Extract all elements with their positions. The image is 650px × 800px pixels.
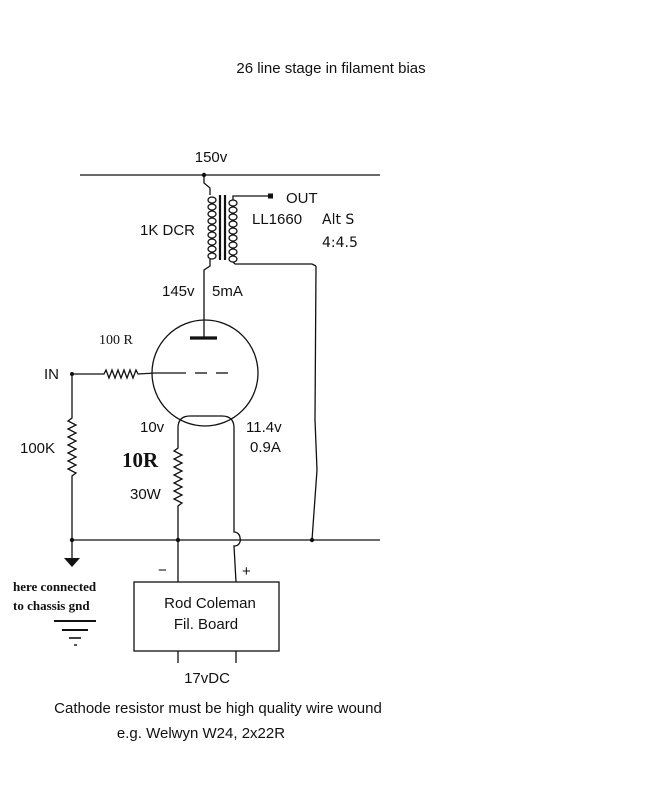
grid-leak-resistor	[66, 374, 78, 540]
minus-polarity-label: −	[158, 562, 167, 579]
alt-transformer-label: Alt S	[322, 212, 354, 228]
note-line-2: e.g. Welwyn W24, 2x22R	[117, 725, 285, 742]
filament-current-label: 0.9A	[250, 439, 281, 456]
plate-current-label: 5mA	[212, 283, 243, 300]
supply-voltage-label: 17vDC	[184, 670, 230, 687]
filament-board-name: Rod Coleman	[164, 595, 256, 612]
primary-winding	[207, 196, 217, 260]
output-transformer	[203, 175, 317, 267]
b-plus-voltage-label: 150v	[195, 149, 228, 166]
filament-board-box	[133, 581, 280, 652]
out-label: OUT	[286, 190, 318, 207]
filament-board-type: Fil. Board	[174, 616, 238, 633]
grid-stopper-resistor	[70, 368, 156, 380]
out-terminal	[268, 193, 273, 199]
tube-filament	[177, 415, 235, 438]
transformer-model-label: LL1660	[252, 211, 302, 228]
cathode-resistor	[172, 438, 184, 540]
ground-note-line-1: here connected	[13, 579, 97, 594]
cathode-resistor-power-label: 30W	[130, 486, 162, 503]
secondary-return-wire	[311, 265, 318, 541]
b-plus-rail	[80, 172, 380, 178]
turns-ratio-label: 4:4.5	[322, 235, 358, 251]
note-line-1: Cathode resistor must be high quality wi…	[54, 700, 382, 717]
grid-stopper-label: 100 R	[99, 333, 134, 348]
ground-note-line-2: to chassis gnd	[13, 598, 90, 613]
plate-voltage-label: 145v	[162, 283, 195, 300]
filament-voltage-label: 11.4v	[246, 419, 282, 436]
cathode-resistor-value-label: 10R	[122, 448, 159, 472]
triode-tube-26	[151, 319, 259, 438]
diagram-title: 26 line stage in filament bias	[236, 60, 425, 77]
chassis-ground-icon	[54, 620, 96, 646]
filament-plus-lead	[233, 438, 241, 583]
secondary-winding	[228, 199, 238, 263]
cathode-voltage-label: 10v	[140, 419, 165, 436]
ground-arrow-symbol	[64, 540, 80, 567]
primary-dcr-label: 1K DCR	[140, 222, 195, 239]
grid-leak-label: 100K	[20, 440, 55, 457]
input-label: IN	[44, 366, 59, 383]
plus-polarity-label: +	[242, 563, 251, 580]
ground-rail	[69, 537, 380, 543]
